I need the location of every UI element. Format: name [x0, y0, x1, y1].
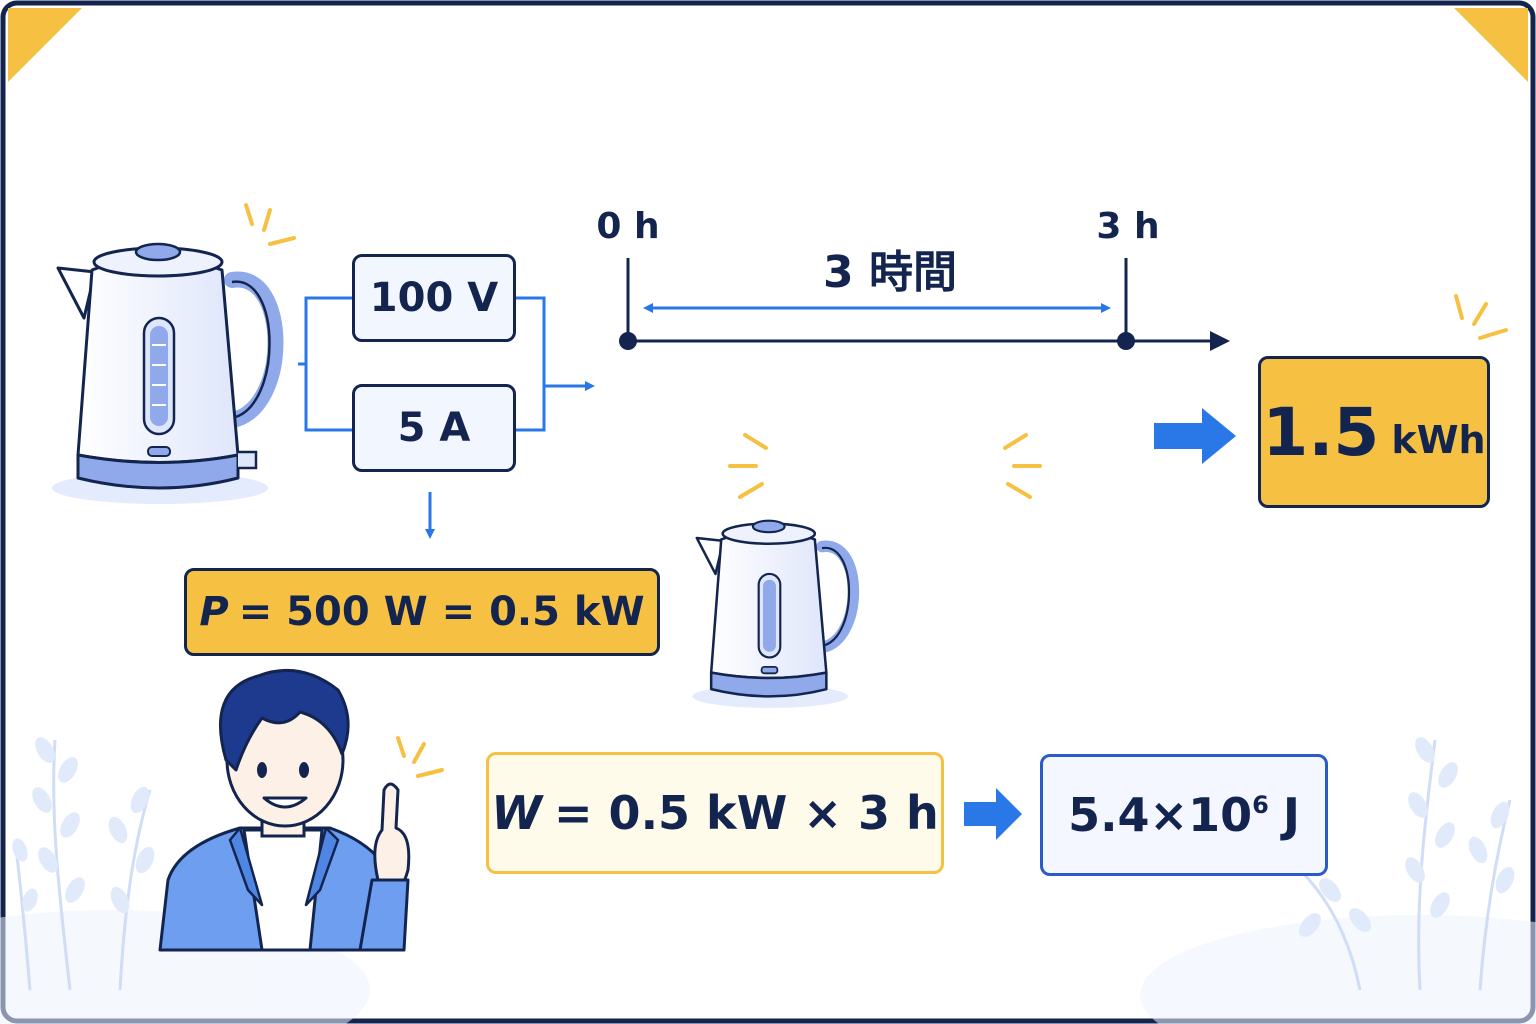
arrow-right-icon: [1154, 408, 1236, 464]
timeline-end-label: 3 h: [1096, 205, 1160, 247]
current-value: 5 A: [397, 405, 471, 451]
energy-kwh-value: 1.5: [1262, 393, 1380, 471]
input-connectors: [298, 296, 595, 539]
current-box: 5 A: [352, 384, 516, 472]
sparkle-icon: [728, 433, 1042, 499]
work-equation: = 0.5 kW × 3 h: [554, 786, 939, 840]
joule-exponent: 6: [1252, 791, 1269, 819]
sparkle-icon: [396, 736, 444, 778]
energy-kwh-result: 1.5 kWh: [1258, 356, 1490, 508]
voltage-box: 100 V: [352, 254, 516, 342]
power-equation: = 500 W = 0.5 kW: [238, 589, 645, 635]
arrow-right-icon: [964, 788, 1022, 840]
kettle-icon: [692, 519, 860, 708]
work-formula-box: W = 0.5 kW × 3 h: [486, 752, 944, 874]
duration-label: 3 時間: [823, 247, 957, 298]
corner-triangle-top-right: [1454, 8, 1528, 82]
work-symbol: W: [491, 786, 542, 840]
presenter-character: [158, 669, 411, 952]
energy-joule-result: 5.4×10 6 J: [1040, 754, 1328, 876]
corner-triangle-top-left: [8, 8, 82, 82]
joule-unit: J: [1282, 788, 1300, 842]
sparkle-icon: [244, 203, 296, 246]
power-formula-box: P = 500 W = 0.5 kW: [184, 568, 660, 656]
sparkle-icon: [1454, 294, 1508, 340]
joule-mantissa: 5.4×10: [1068, 788, 1253, 842]
power-symbol: P: [199, 589, 229, 635]
timeline-start-label: 0 h: [596, 205, 660, 247]
voltage-value: 100 V: [369, 275, 499, 321]
energy-kwh-unit: kWh: [1391, 418, 1486, 462]
kettle-icon: [52, 242, 284, 504]
timeline: [619, 258, 1230, 351]
foliage-right: [1140, 737, 1536, 1024]
